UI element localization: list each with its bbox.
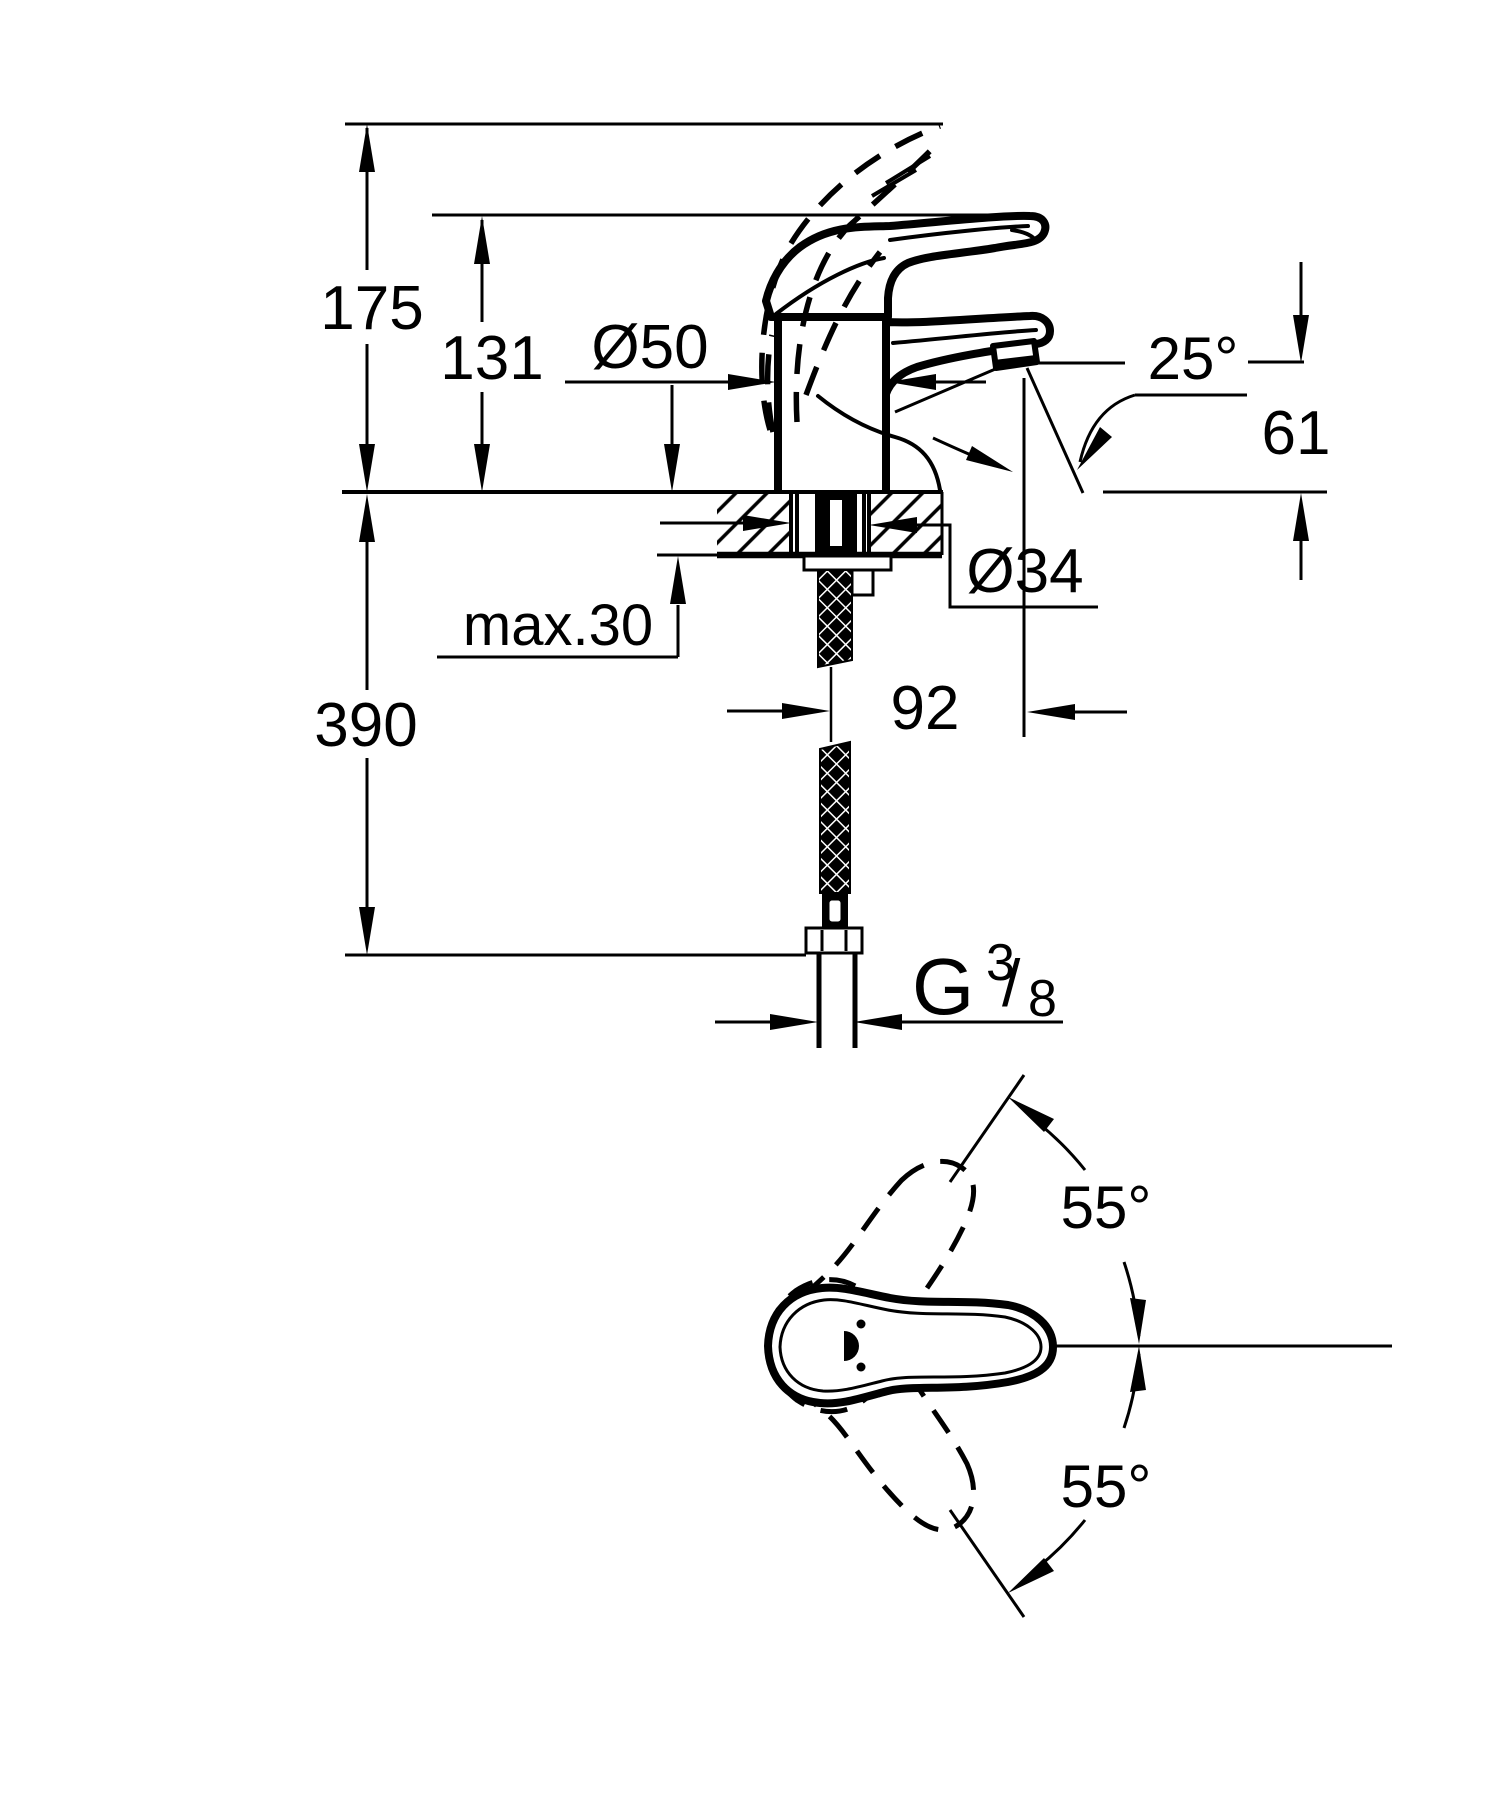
arrowhead-angle-icon <box>1008 1558 1054 1593</box>
lever-open-inner-dashed <box>793 146 935 423</box>
arrowhead-left-icon <box>869 517 917 533</box>
arrowhead-down-icon <box>359 444 375 492</box>
hex-nut-facets <box>820 930 848 951</box>
dim-92-label: 92 <box>891 674 960 743</box>
handle-plan-view <box>764 1283 1057 1408</box>
lever-rest-position <box>762 211 1050 321</box>
dim-max30: max.30 <box>437 385 686 659</box>
shank-walls <box>795 492 866 556</box>
annotation-25deg: 25° <box>932 325 1304 737</box>
mounting-nut-tab <box>850 568 875 597</box>
lever-top-accent <box>888 224 1030 242</box>
arrowhead-down-icon <box>1130 1298 1146 1344</box>
dim-25-label: 25° <box>1148 325 1239 392</box>
thread-denominator-label: 8 <box>1028 970 1057 1028</box>
shank-and-hose <box>795 492 893 1048</box>
dim-175: 175 <box>320 122 943 492</box>
arrowhead-right-icon <box>743 515 791 531</box>
arrowhead-down-icon <box>1293 315 1309 363</box>
arrowhead-right-icon <box>782 703 830 719</box>
stream-direction-line <box>1025 367 1085 494</box>
handle-dot-top <box>856 1319 866 1329</box>
dim-55-lower-label: 55° <box>1061 1453 1152 1520</box>
arrowhead-up-icon <box>1293 493 1309 541</box>
connection-pipe <box>816 953 858 1048</box>
dim-55-lower: 55° <box>1008 1346 1151 1593</box>
dim-diameter-50: Ø50 <box>565 313 986 390</box>
dim-61: 61 <box>1262 262 1331 580</box>
lever-open-underside-dashed <box>803 250 883 396</box>
arrowhead-down-icon <box>664 444 680 492</box>
arrowhead-left-icon <box>1027 704 1075 720</box>
hose-hex-nut <box>804 926 864 955</box>
spout-inner-line <box>891 328 1038 345</box>
angle-arc-right <box>1078 393 1136 463</box>
dim-55-upper: 55° <box>1008 1097 1151 1344</box>
stud-slot <box>830 500 842 546</box>
thread-slash-label: / <box>1002 946 1021 1020</box>
dim-131-label: 131 <box>440 324 543 393</box>
lever-tip-hook <box>1010 228 1038 243</box>
arrowhead-right-icon <box>770 1014 818 1030</box>
hose-braided-lower <box>819 740 851 894</box>
lever-open-outer-dashed <box>759 123 941 431</box>
arrowhead-down-icon <box>359 907 375 955</box>
spout <box>882 311 1054 398</box>
lever-open-tip-strokes <box>870 154 932 198</box>
arrowhead-up-icon <box>670 556 686 604</box>
handle-outline <box>764 1283 1057 1408</box>
thread-prefix-label: G <box>912 942 974 1031</box>
dim-55-upper-label: 55° <box>1061 1174 1152 1241</box>
swivel-line-up <box>948 1074 1026 1183</box>
swivel-line-down <box>948 1509 1026 1618</box>
lever-open-lip-dashed <box>764 334 776 433</box>
arrowhead-angle-icon <box>1077 427 1112 470</box>
arrowhead-angle-icon <box>966 446 1013 472</box>
arrowhead-right-icon <box>728 374 776 390</box>
thread-numerator-label: 3 <box>986 934 1015 992</box>
angle-arc-down-a <box>1122 1353 1141 1429</box>
dim-thread-g38: G 3 / 8 <box>715 934 1063 1031</box>
handle-pivot-mark <box>844 1331 859 1361</box>
top-view: 55° 55° <box>764 1074 1392 1618</box>
arrowhead-down-icon <box>474 444 490 492</box>
arrowhead-left-icon <box>888 374 936 390</box>
dim-92: 92 <box>727 674 1127 743</box>
dim-131: 131 <box>432 213 1023 492</box>
outlet-ref-line <box>1027 360 1304 365</box>
dim-390: 390 <box>314 494 806 957</box>
deck-hole-edges <box>789 492 871 555</box>
arrowhead-up-icon <box>359 124 375 172</box>
dim-max30-label: max.30 <box>463 593 653 658</box>
dim-390-label: 390 <box>314 691 417 760</box>
dim-50-label: Ø50 <box>591 313 708 382</box>
faucet-body-group <box>759 123 1054 492</box>
dim-175-label: 175 <box>320 274 423 343</box>
hose-braided-upper <box>817 569 853 669</box>
base-fillet-curve <box>816 394 942 492</box>
handle-inner-rim <box>778 1298 1043 1393</box>
front-view: 175 131 Ø50 max.30 <box>314 122 1331 1048</box>
aerator-lip <box>994 355 1037 368</box>
arrowhead-angle-icon <box>1008 1097 1054 1132</box>
handle-dot-bottom <box>856 1362 866 1372</box>
angle-arc-up-a <box>1036 1120 1087 1171</box>
arrowhead-up-icon <box>359 494 375 542</box>
mounting-washer <box>802 554 893 572</box>
hose-collar-slot <box>826 897 844 925</box>
arrowhead-up-icon <box>474 216 490 264</box>
dim-61-label: 61 <box>1262 399 1331 468</box>
arrowhead-left-icon <box>854 1014 902 1030</box>
